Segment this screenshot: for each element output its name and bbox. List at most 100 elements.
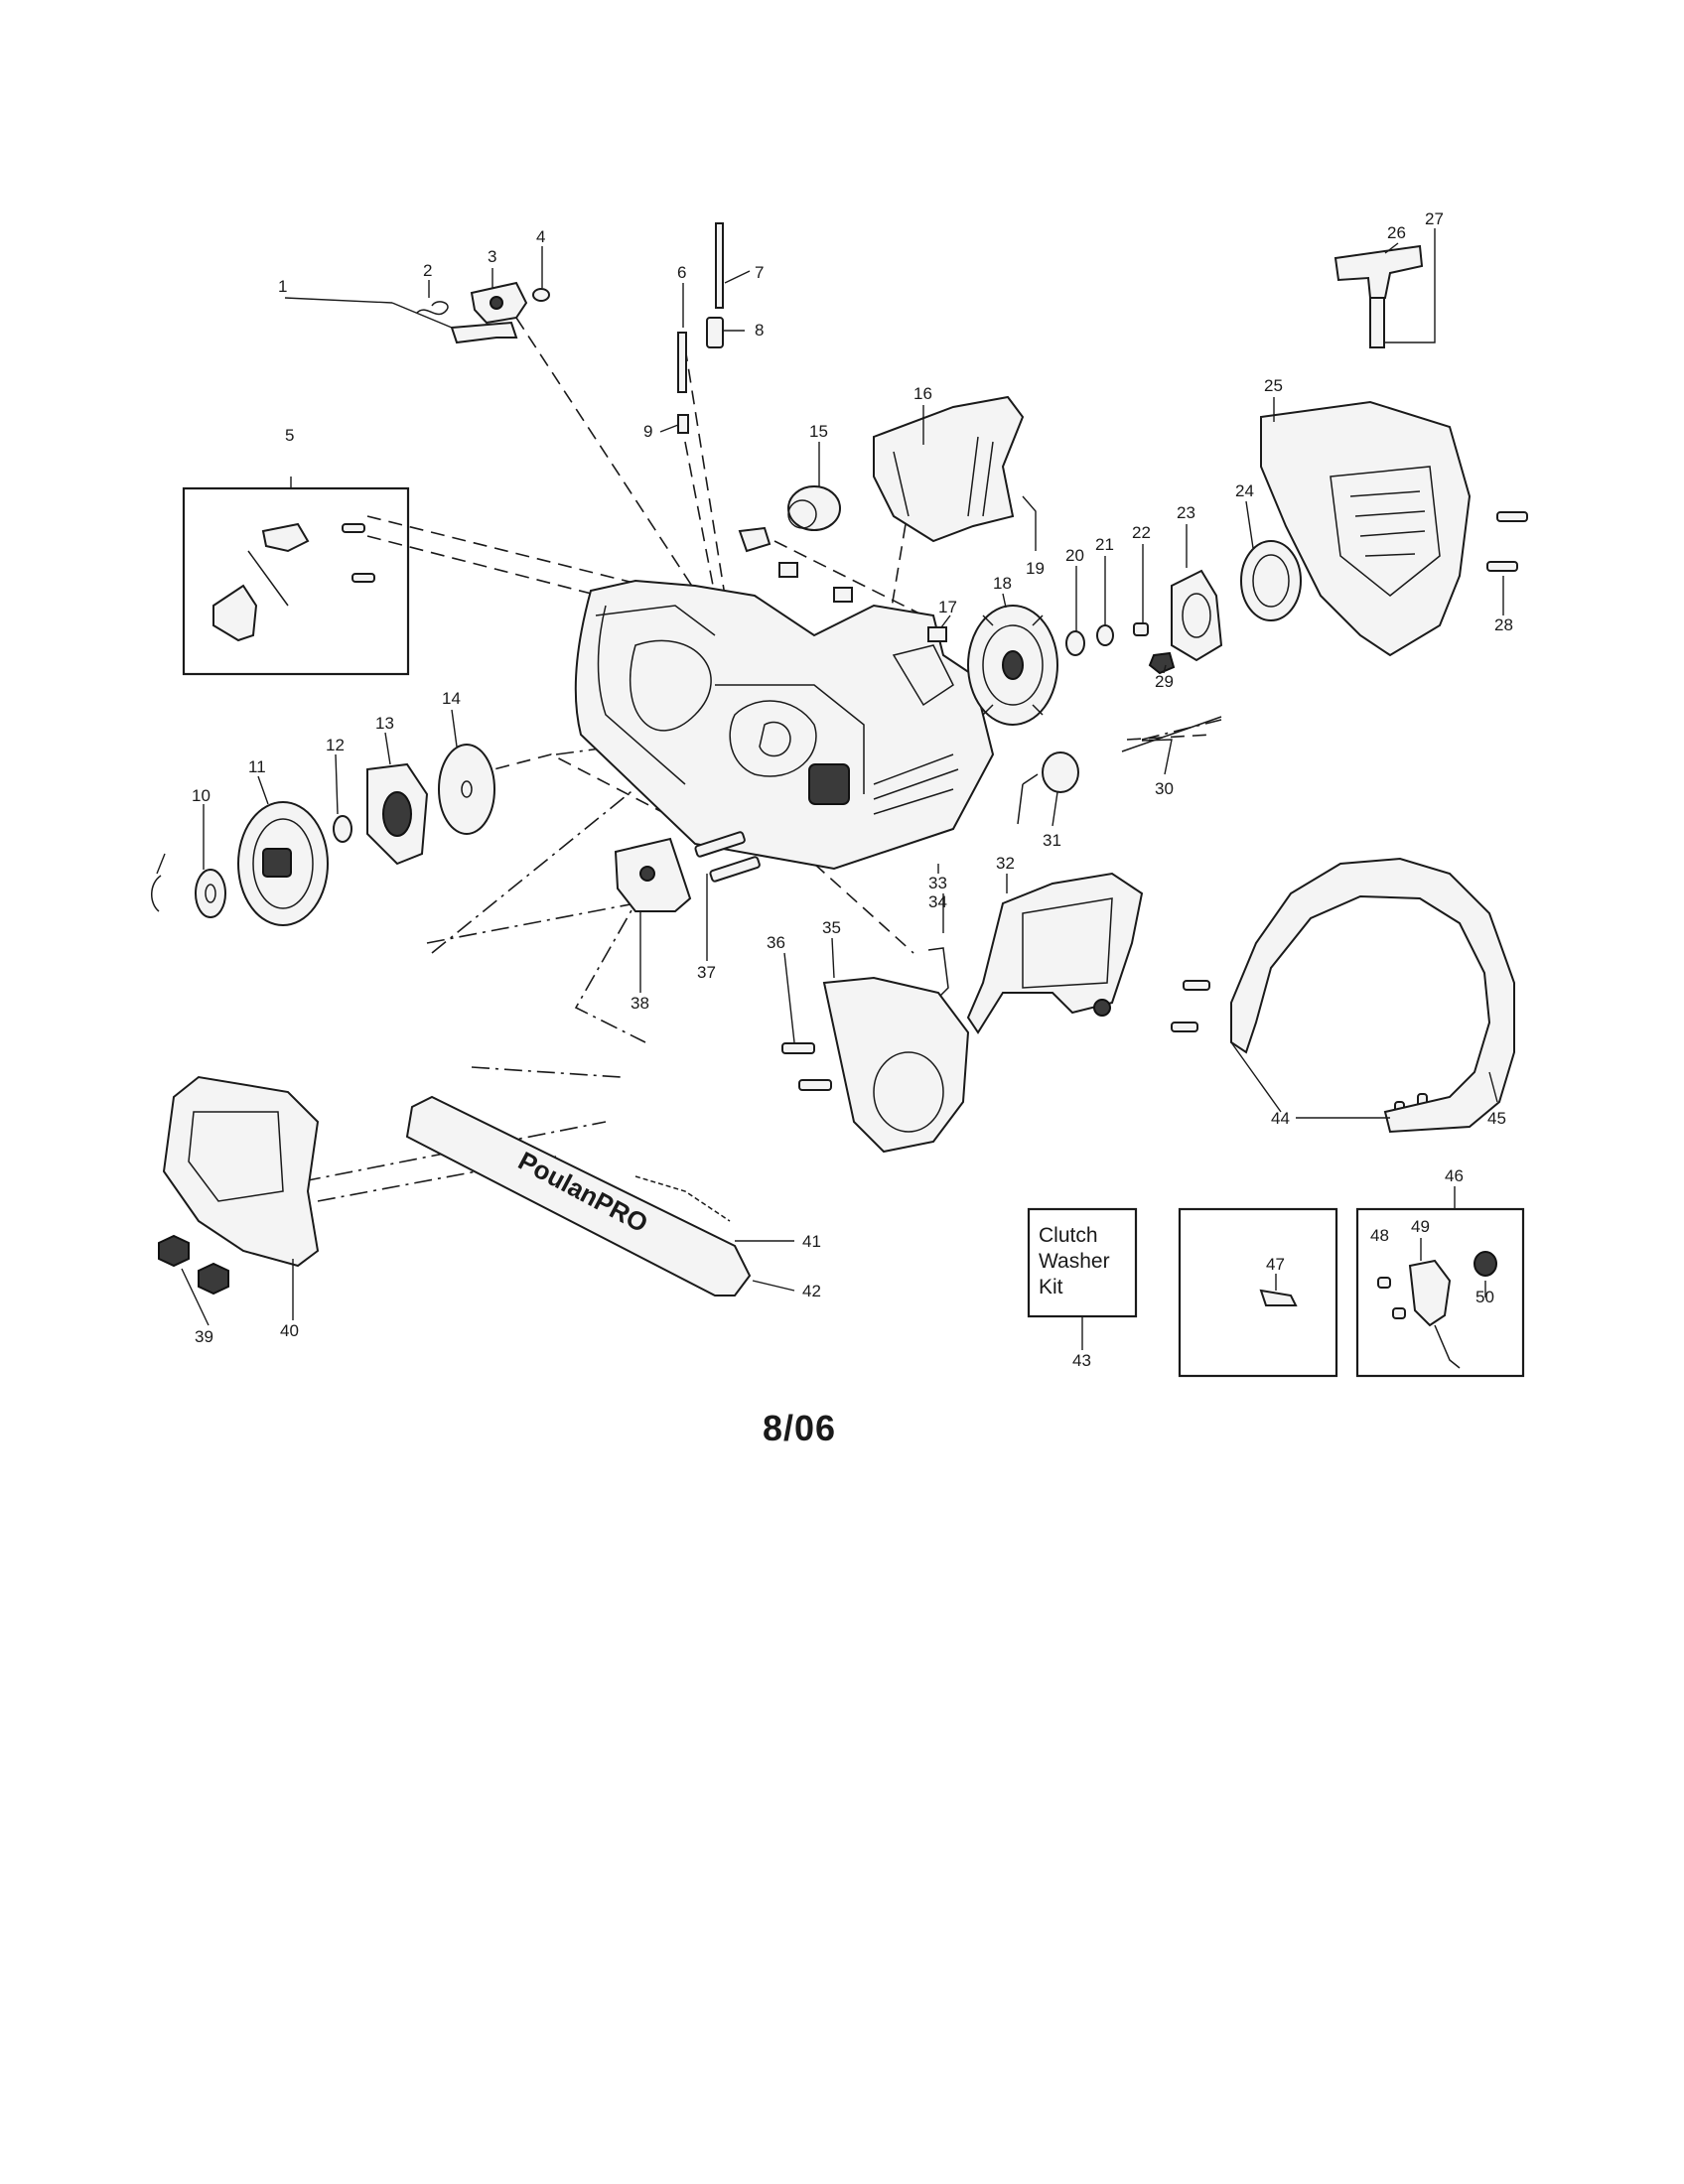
part-label: 17	[938, 598, 957, 616]
part-26-starter-handle	[1333, 244, 1424, 299]
part-18-flywheel	[967, 605, 1058, 726]
part-label: 19	[1026, 559, 1045, 578]
guide-bar-chain: PoulanPRO	[405, 1095, 752, 1297]
part-label: 21	[1095, 535, 1114, 554]
part-label: 11	[248, 757, 266, 776]
part-label: 1	[278, 277, 287, 296]
part-label: 10	[192, 786, 210, 805]
part-label: 30	[1155, 779, 1174, 798]
part-39-nuts	[158, 1234, 229, 1296]
part-25-starter-housing	[1260, 400, 1472, 657]
part-15-cap	[738, 485, 841, 553]
part-label: 8	[755, 321, 764, 340]
part-label: 49	[1411, 1217, 1430, 1236]
part-label: 5	[285, 426, 294, 445]
part-label: 48	[1370, 1226, 1389, 1245]
part-label: 44	[1271, 1109, 1290, 1128]
part-28-screws	[1486, 511, 1528, 572]
part-labels: 1 2 3 4 5 6 7 8 9 10 11 12 13 14 15 16 1…	[192, 209, 1513, 1370]
part-37-bolts	[694, 831, 761, 883]
part-label: 32	[996, 854, 1015, 873]
part-5-switch-kit-box	[182, 486, 410, 676]
part-label: 3	[488, 247, 496, 266]
part-label: 36	[767, 933, 785, 952]
part-label: 2	[423, 261, 432, 280]
part-label: 4	[536, 227, 545, 246]
part-11-clutch-drum	[237, 801, 329, 926]
part-4-washer	[532, 288, 550, 302]
part-7-rod	[715, 222, 724, 309]
part-label: 42	[802, 1282, 821, 1300]
part-44-screws	[1171, 980, 1428, 1129]
kit-text-line: Kit	[1039, 1276, 1063, 1298]
part-1-throttle-trigger	[391, 302, 518, 344]
part-19-heat-shield	[873, 395, 1025, 543]
part-30-rod	[1121, 716, 1222, 752]
part-20-washer	[1065, 630, 1085, 656]
part-45-front-handle	[1230, 857, 1515, 1134]
part-21-nut	[1096, 624, 1114, 646]
part-label: 38	[631, 994, 649, 1013]
part-label: 35	[822, 918, 841, 937]
part-17-clips	[778, 562, 947, 642]
kit-text-line: Clutch	[1039, 1224, 1098, 1247]
kit-text-line: Washer	[1039, 1250, 1110, 1273]
part-36-screws	[781, 1042, 832, 1091]
part-label: 33	[928, 874, 947, 892]
part-label: 50	[1475, 1288, 1494, 1306]
engine-housing	[574, 579, 995, 871]
part-6-pin	[677, 332, 687, 393]
part-31-knob	[1017, 751, 1079, 825]
part-label: 29	[1155, 672, 1174, 691]
part-10-e-clip	[151, 875, 162, 912]
part-label: 26	[1387, 223, 1406, 242]
part-29-nut	[1148, 651, 1176, 675]
part-label: 47	[1266, 1255, 1285, 1274]
part-40-sprocket-cover	[162, 1075, 320, 1268]
part-label: 43	[1072, 1351, 1091, 1370]
part-27-starter-rope	[1369, 297, 1385, 348]
part-label: 6	[677, 263, 686, 282]
part-8-bushing	[706, 317, 724, 348]
part-label: 24	[1235, 481, 1254, 500]
part-2-spring	[416, 301, 449, 316]
part-label: 27	[1425, 209, 1444, 228]
part-24-starter-spring	[1240, 540, 1302, 621]
part-38-bar-plate	[614, 837, 692, 912]
part-9-screw	[677, 414, 689, 434]
part-label: 20	[1065, 546, 1084, 565]
part-22-screw	[1133, 622, 1149, 636]
part-33-spring	[927, 947, 949, 999]
part-label: 9	[643, 422, 652, 441]
part-label: 41	[802, 1232, 821, 1251]
part-23-pulley	[1171, 569, 1223, 662]
part-label: 12	[326, 736, 345, 754]
clutch-washer-kit-label: Clutch Washer Kit	[1039, 1223, 1138, 1300]
part-label: 34	[928, 892, 947, 911]
part-label: 46	[1445, 1166, 1464, 1185]
part-35-brake-cover	[822, 976, 970, 1154]
part-label: 45	[1487, 1109, 1506, 1128]
part-label: 7	[755, 263, 764, 282]
part-label: 13	[375, 714, 394, 733]
part-label: 25	[1264, 376, 1283, 395]
part-32-chain-brake-handle	[966, 872, 1144, 1034]
part-3-lever-housing	[470, 281, 528, 325]
part-13-clutch	[366, 762, 429, 866]
label-leader-lines	[156, 228, 1504, 1350]
part-10-washer	[195, 869, 226, 918]
part-label: 39	[195, 1327, 213, 1346]
part-14-disc	[438, 744, 495, 835]
part-label: 28	[1494, 615, 1513, 634]
part-label: 23	[1177, 503, 1195, 522]
part-label: 16	[913, 384, 932, 403]
part-label: 40	[280, 1321, 299, 1340]
part-label: 37	[697, 963, 716, 982]
part-12-washer	[333, 815, 352, 843]
part-46-kit-box	[1178, 1207, 1525, 1378]
part-label: 31	[1043, 831, 1061, 850]
part-label: 18	[993, 574, 1012, 593]
part-label: 22	[1132, 523, 1151, 542]
date-code: 8/06	[763, 1408, 837, 1448]
part-label: 14	[442, 689, 461, 708]
